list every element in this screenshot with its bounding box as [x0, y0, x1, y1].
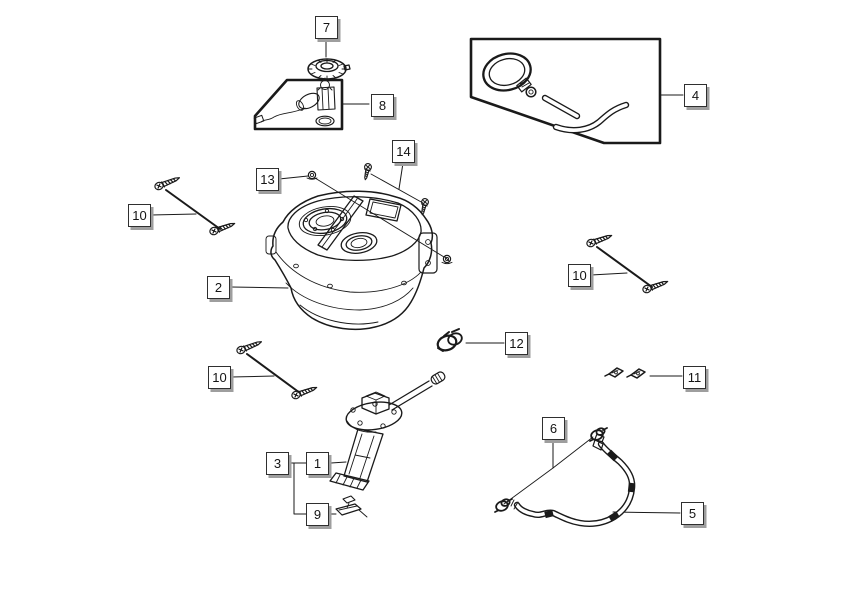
screw-pair-lower-left-drawing [230, 337, 319, 401]
callout-8[interactable]: 8 [371, 94, 394, 117]
hose-clips-drawing [493, 426, 608, 514]
callout-7[interactable]: 7 [315, 16, 338, 39]
grommets-drawing [278, 170, 453, 265]
kit-bracket-lines [289, 462, 307, 515]
callout-2[interactable]: 2 [207, 276, 230, 299]
fuel-tank-drawing [230, 190, 438, 331]
level-sensor-drawing [330, 495, 368, 518]
callout-5[interactable]: 5 [681, 502, 704, 525]
fuel-hose-drawing [510, 433, 681, 527]
callout-12[interactable]: 12 [505, 332, 528, 355]
pump-components-panel-drawing [253, 77, 370, 131]
callout-11[interactable]: 11 [683, 366, 706, 389]
callout-14[interactable]: 14 [392, 140, 415, 163]
fuel-pump-assembly-drawing [329, 371, 446, 491]
callout-3[interactable]: 3 [266, 452, 289, 475]
callout-10-upper-left[interactable]: 10 [128, 204, 151, 227]
callout-4[interactable]: 4 [684, 84, 707, 107]
callout-9[interactable]: 9 [306, 503, 329, 526]
callout-13[interactable]: 13 [256, 168, 279, 191]
callout-6[interactable]: 6 [542, 417, 565, 440]
screw-pair-upper-left-drawing [150, 173, 237, 237]
screw-pair-right-drawing [585, 231, 670, 295]
fuel-filler-cap-drawing [307, 38, 351, 80]
callout-10-right[interactable]: 10 [568, 264, 591, 287]
callout-10-lower-left[interactable]: 10 [208, 366, 231, 389]
callout-1[interactable]: 1 [306, 452, 329, 475]
hose-clamp-drawing [436, 328, 505, 352]
tapping-screws-drawing [361, 162, 430, 217]
filler-hose-kit-panel-drawing [469, 37, 684, 145]
clip-pair-drawing [604, 367, 683, 379]
